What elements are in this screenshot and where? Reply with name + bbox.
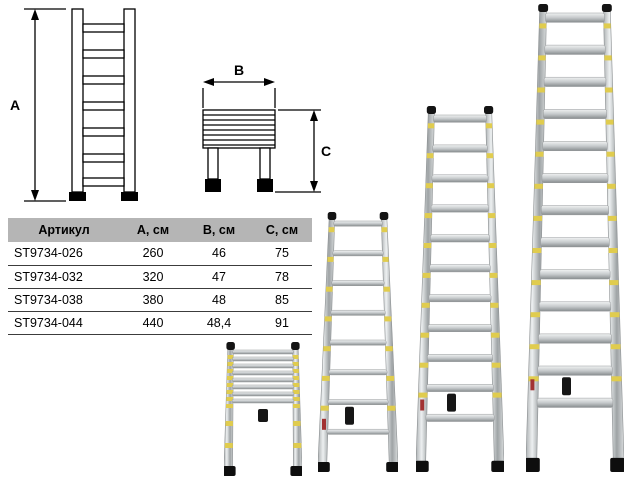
col-header-a: А, см [120, 218, 186, 242]
cell-article: ST9734-026 [8, 242, 120, 266]
ladder-photo-collapsed [223, 342, 303, 476]
dimension-b-arrow [202, 81, 276, 108]
arrowhead-right [264, 78, 275, 86]
cell-c: 91 [252, 311, 312, 335]
table-row: ST9734-032 320 47 78 [8, 265, 312, 289]
ladder-foot-left [205, 179, 221, 192]
arrowhead-down [310, 181, 318, 192]
dimension-a-arrow [24, 8, 66, 202]
ladder-foot-right [257, 179, 273, 192]
cell-article: ST9734-038 [8, 288, 120, 312]
ladder-outline-front [71, 8, 136, 193]
cell-b: 48,4 [186, 311, 252, 335]
table-row: ST9734-038 380 48 85 [8, 288, 312, 312]
arrowhead-left [203, 78, 214, 86]
cell-article: ST9734-044 [8, 311, 120, 335]
ladder-foot-left [69, 192, 86, 201]
cell-c: 78 [252, 265, 312, 289]
table-row: ST9734-026 260 46 75 [8, 242, 312, 266]
dim-b-label: B [234, 62, 244, 78]
ladder-front-diagram: A [2, 2, 178, 210]
cell-a: 440 [120, 311, 186, 335]
col-header-b: В, см [186, 218, 252, 242]
cell-c: 75 [252, 242, 312, 266]
dimension-c-arrow [275, 109, 321, 193]
ladder-photo-medium [415, 106, 505, 472]
cell-a: 320 [120, 265, 186, 289]
cell-c: 85 [252, 288, 312, 312]
spec-header-row: Артикул А, см В, см С, см [8, 218, 312, 242]
cell-article: ST9734-032 [8, 265, 120, 289]
arrowhead-up [31, 9, 39, 20]
cell-b: 46 [186, 242, 252, 266]
ladder-outline-collapsed [202, 109, 276, 180]
ladder-photo-large [525, 4, 625, 472]
col-header-article: Артикул [8, 218, 120, 242]
dim-c-label: C [321, 143, 331, 159]
ladder-collapsed-diagram: B C [185, 52, 337, 202]
cell-b: 47 [186, 265, 252, 289]
cell-b: 48 [186, 288, 252, 312]
dim-a-label: A [10, 97, 20, 113]
ladder-foot-right [121, 192, 138, 201]
arrowhead-up [310, 110, 318, 121]
cell-a: 380 [120, 288, 186, 312]
arrowhead-down [31, 190, 39, 201]
ladder-photo-small [317, 212, 399, 472]
spec-table: Артикул А, см В, см С, см ST9734-026 260… [8, 218, 312, 335]
cell-a: 260 [120, 242, 186, 266]
table-row: ST9734-044 440 48,4 91 [8, 311, 312, 335]
col-header-c: С, см [252, 218, 312, 242]
